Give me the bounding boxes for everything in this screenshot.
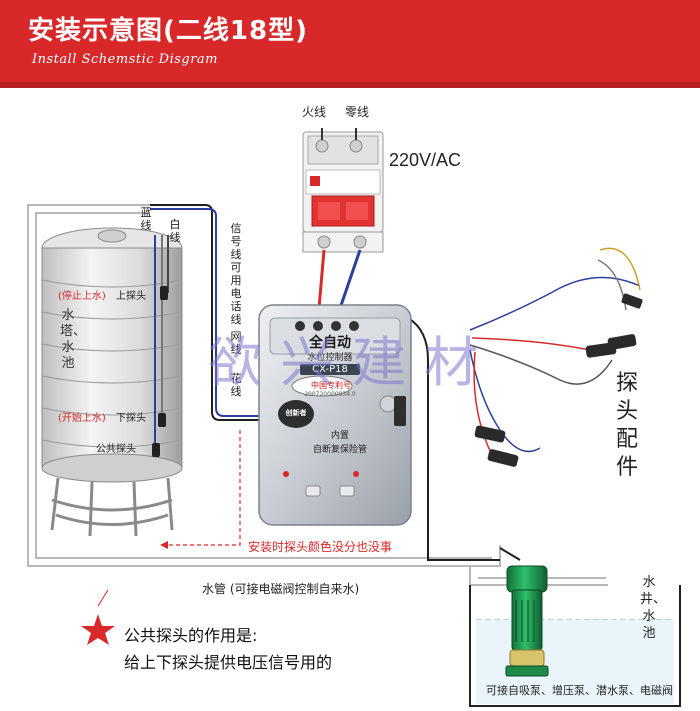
voltage-label: 220V/AC bbox=[389, 150, 462, 170]
tank-name: 水塔、水池 bbox=[60, 308, 87, 371]
well bbox=[469, 585, 681, 707]
controller-feature-1: 内置 bbox=[330, 431, 349, 441]
common-probe-sensor bbox=[152, 443, 160, 457]
upper-probe-label: 上探头 bbox=[116, 291, 146, 302]
page-title: 安装示意图(二线18型) bbox=[28, 16, 308, 46]
live-wire-label: 火线 bbox=[302, 105, 327, 119]
water-pipe-note: 水管 (可接电磁阀控制自来水) bbox=[202, 582, 360, 596]
lower-probe-label: 下探头 bbox=[116, 413, 146, 424]
probe-accessories-label: 探头配件 bbox=[615, 371, 638, 480]
watermark-text: 欲兴建材 bbox=[208, 331, 496, 394]
header-banner: 安装示意图(二线18型) Install Schemstic Disgram bbox=[0, 0, 700, 82]
probe-color-note: 安装时探头颜色没分也没事 bbox=[248, 540, 393, 554]
signal-cable bbox=[150, 204, 262, 421]
white-wire-label: 白线 bbox=[169, 218, 181, 244]
controller-patent-number: 200720000934.0 bbox=[304, 391, 356, 398]
controller-model: CX-P18 bbox=[300, 364, 360, 375]
controller-unit bbox=[258, 304, 412, 526]
star-icon bbox=[81, 614, 115, 645]
controller-patent: 中国专利号 bbox=[311, 381, 351, 390]
accessory-probes bbox=[469, 247, 641, 456]
common-probe-label: 公共探头 bbox=[96, 444, 136, 455]
well-label: 水井、水池 bbox=[640, 575, 667, 641]
color-note-arrow bbox=[160, 430, 241, 549]
tank-probe-cables bbox=[154, 235, 169, 450]
pump-options-note: 可接自吸泵、增压泵、潜水泵、电磁阀 bbox=[486, 684, 673, 697]
signal-wire-note: 信号线可用电话线 bbox=[230, 222, 242, 326]
accessory-probe-sensors bbox=[474, 293, 643, 467]
flower-wire-note: 花线 bbox=[230, 372, 242, 398]
lower-probe-sensor bbox=[158, 413, 166, 427]
footnote-line-1: 公共探头的作用是: bbox=[124, 626, 258, 645]
circuit-breaker bbox=[302, 128, 384, 253]
network-cable-note: 网线 bbox=[230, 330, 242, 356]
upper-probe-tag: (停止上水) bbox=[58, 291, 106, 302]
header-underline bbox=[0, 82, 700, 88]
blue-wire-label: 蓝线 bbox=[140, 206, 152, 232]
upper-probe-sensor bbox=[160, 286, 168, 300]
page-subtitle: Install Schemstic Disgram bbox=[32, 52, 219, 67]
submersible-pump bbox=[499, 547, 549, 677]
controller-logo: 创新者 bbox=[285, 409, 307, 417]
water-tank bbox=[41, 227, 183, 537]
tank-probes bbox=[152, 286, 168, 457]
controller-product: 水位控制器 bbox=[307, 353, 353, 363]
footnote-line-2: 给上下探头提供电压信号用的 bbox=[124, 653, 333, 672]
lower-probe-tag: (开始上水) bbox=[58, 413, 106, 424]
controller-feature-2: 自断复保险管 bbox=[312, 445, 367, 455]
controller-brand: 全自动 bbox=[309, 335, 351, 351]
neutral-wire-label: 零线 bbox=[345, 105, 370, 119]
